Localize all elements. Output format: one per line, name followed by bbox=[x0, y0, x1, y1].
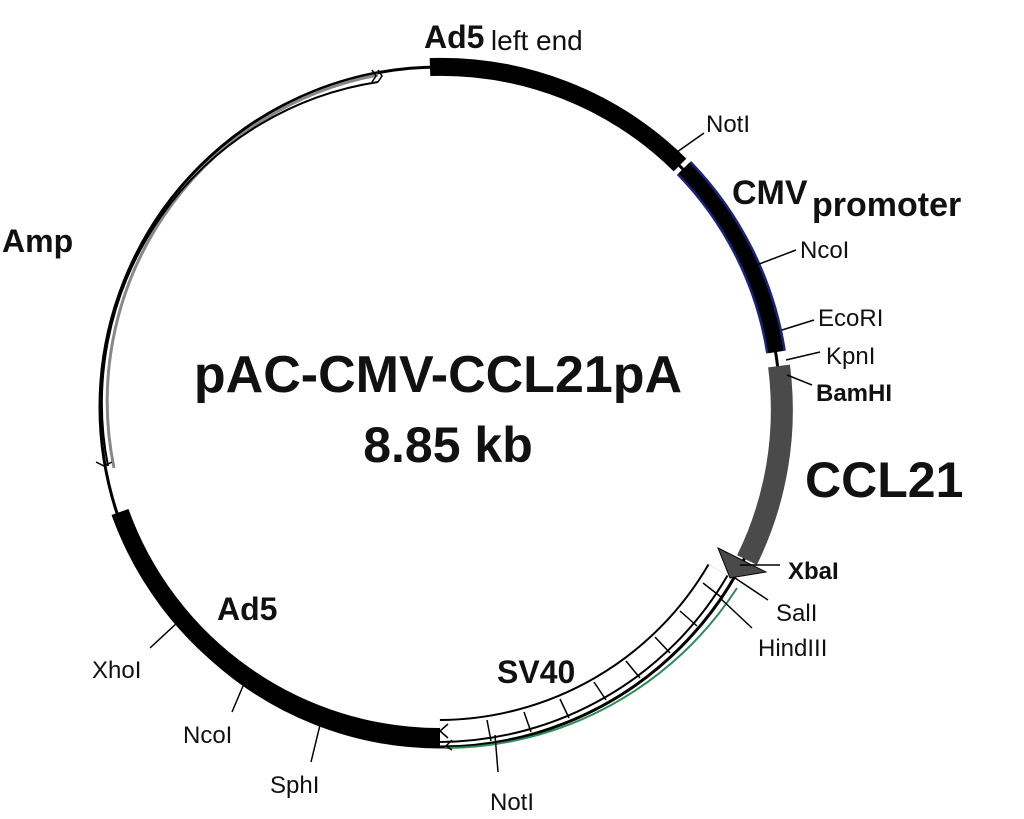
noti-top-tick bbox=[669, 132, 705, 158]
ncoi-left-label: NcoI bbox=[183, 722, 232, 749]
xhoi-tick bbox=[149, 621, 179, 649]
ncoi-right-tick bbox=[753, 249, 797, 267]
sv40-tick bbox=[559, 698, 570, 719]
kpni-tick bbox=[785, 351, 821, 361]
hindiii-label: HindIII bbox=[758, 635, 827, 662]
cmv-promoter-arc bbox=[678, 162, 784, 354]
sv40-segment-ticks bbox=[486, 582, 722, 742]
xhoi-label: XhoI bbox=[92, 657, 141, 684]
amp-top-marker bbox=[371, 69, 383, 83]
sv40-tick bbox=[654, 636, 671, 654]
bamhi-label: BamHI bbox=[816, 380, 892, 407]
ad5-left-end-arc bbox=[429, 57, 687, 172]
sphi-tick bbox=[310, 724, 321, 763]
plasmid-name: pAC-CMV-CCL21pA bbox=[194, 346, 682, 404]
ccl21-arrowhead bbox=[717, 546, 768, 579]
ad5-label: Ad5 bbox=[217, 591, 277, 627]
ad5-left-end-label: Ad5 left end bbox=[424, 19, 583, 56]
sphi-label: SphI bbox=[270, 772, 319, 799]
ad5-left-end-sub: left end bbox=[491, 25, 583, 56]
sv40-tick bbox=[702, 582, 722, 598]
sv40-label: SV40 bbox=[497, 654, 575, 690]
ncoi-left-tick bbox=[231, 685, 244, 713]
sv40-end-marker bbox=[438, 723, 453, 751]
bamhi-tick bbox=[786, 374, 813, 386]
sv40-band-fill bbox=[439, 564, 727, 741]
sv40-tick bbox=[625, 660, 641, 679]
ecori-label: EcoRI bbox=[818, 305, 883, 332]
ccl21-label: CCL21 bbox=[805, 452, 963, 508]
site-ticks bbox=[149, 132, 821, 773]
cmv-promoter-label: CMV promoter bbox=[732, 174, 961, 224]
amp-bottom-marker bbox=[95, 461, 113, 467]
plasmid-size: 8.85 kb bbox=[363, 417, 533, 473]
noti-bottom-tick bbox=[494, 734, 499, 773]
ecori-tick bbox=[781, 319, 815, 331]
sv40-tick bbox=[523, 711, 532, 733]
sali-label: SalI bbox=[776, 600, 817, 627]
ad5-arc bbox=[111, 508, 441, 746]
noti-top-label: NotI bbox=[706, 111, 750, 138]
sv40-green-arc bbox=[444, 587, 738, 749]
sali-tick bbox=[734, 577, 769, 601]
noti-bottom-label: NotI bbox=[490, 789, 534, 816]
amp-gene-arc bbox=[105, 73, 379, 469]
xbai-label: XbaI bbox=[788, 558, 839, 585]
ccl21-arc bbox=[737, 364, 793, 565]
amp-label: Amp bbox=[2, 223, 73, 259]
cmv-sub: promoter bbox=[812, 186, 961, 224]
kpni-label: KpnI bbox=[826, 343, 875, 370]
sv40-tick bbox=[486, 719, 492, 742]
ncoi-right-label: NcoI bbox=[800, 237, 849, 264]
cmv-main: CMV bbox=[732, 174, 808, 212]
end-markers bbox=[95, 69, 453, 751]
sv40-tick bbox=[679, 610, 698, 627]
ad5-left-end-main: Ad5 bbox=[424, 19, 484, 55]
sv40-tick bbox=[593, 681, 607, 701]
hindiii-tick bbox=[719, 597, 753, 629]
amp-gene-arc-inner bbox=[100, 81, 379, 467]
